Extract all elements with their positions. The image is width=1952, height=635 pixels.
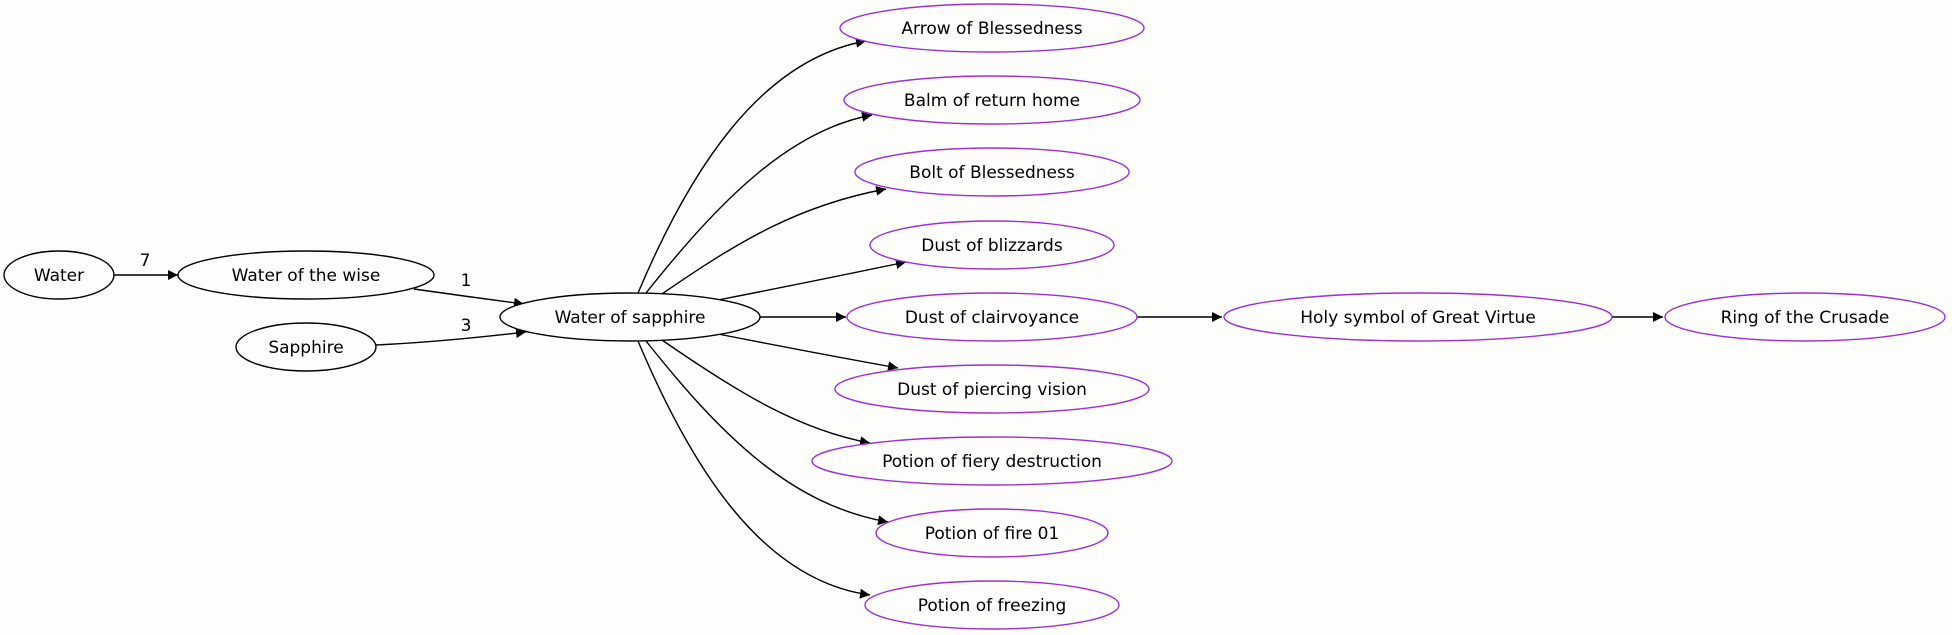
edge-line [661,339,871,447]
edge-water_sapphire-to-arrow_bless [637,37,867,294]
node-potion-fiery[interactable]: Potion of fiery destruction [811,436,1173,486]
node-water-sapphire[interactable]: Water of sapphire [499,292,761,342]
node-ellipse[interactable] [811,436,1173,486]
edge-line [717,333,899,372]
node-dust-clair[interactable]: Dust of clairvoyance [846,292,1138,342]
node-dust-blizzards[interactable]: Dust of blizzards [869,220,1115,270]
edge-line [637,37,867,294]
edges-layer: 7 1 3 [114,37,1663,599]
node-ellipse[interactable] [854,147,1130,197]
edge-water_sapphire-to-balm_return [645,111,873,294]
node-ellipse[interactable] [839,3,1145,53]
node-label: Potion of fire 01 [925,524,1060,544]
node-ellipse[interactable] [177,250,435,300]
edge-line [717,259,907,301]
edge-line [413,288,525,308]
edge-weight-label: 3 [461,316,472,336]
edge-water_wise-to-water_sapphire: 1 [413,271,525,308]
edge-line [375,328,527,346]
node-ellipse[interactable] [864,580,1120,630]
node-ellipse[interactable] [1664,292,1946,342]
node-label: Dust of blizzards [921,236,1063,256]
edge-line [637,340,871,599]
node-bolt-bless[interactable]: Bolt of Blessedness [854,147,1130,197]
node-potion-freezing[interactable]: Potion of freezing [864,580,1120,630]
edge-water_sapphire-to-dust_piercing [717,333,899,372]
node-dust-piercing[interactable]: Dust of piercing vision [834,364,1150,414]
node-ellipse[interactable] [834,364,1150,414]
edge-sapphire-to-water_sapphire: 3 [375,316,527,346]
node-label: Dust of clairvoyance [905,308,1079,328]
edge-water_sapphire-to-potion_fiery [661,339,871,447]
node-label: Bolt of Blessedness [909,163,1075,183]
node-label: Water of sapphire [555,308,706,328]
node-label: Potion of fiery destruction [882,452,1102,472]
edge-water_sapphire-to-dust_blizzards [717,259,907,301]
node-ring-crusade[interactable]: Ring of the Crusade [1664,292,1946,342]
node-label: Potion of freezing [918,596,1067,616]
node-label: Water [34,266,84,286]
node-balm-return[interactable]: Balm of return home [843,75,1141,125]
node-ellipse[interactable] [875,508,1109,558]
node-ellipse[interactable] [869,220,1115,270]
node-ellipse[interactable] [3,250,115,300]
edge-water_sapphire-to-bolt_bless [661,185,887,295]
node-water[interactable]: Water [3,250,115,300]
node-ellipse[interactable] [843,75,1141,125]
edge-water_sapphire-to-potion_fire01 [645,340,889,526]
node-label: Arrow of Blessedness [901,19,1082,39]
edge-line [645,111,873,294]
node-ellipse[interactable] [499,292,761,342]
edge-line [661,185,887,295]
node-label: Ring of the Crusade [1721,308,1890,328]
edge-water_sapphire-to-potion_freezing [637,340,871,599]
edge-weight-label: 1 [461,271,472,291]
edge-weight-label: 7 [140,251,151,271]
edge-line [645,340,889,526]
node-arrow-bless[interactable]: Arrow of Blessedness [839,3,1145,53]
node-holy-symbol[interactable]: Holy symbol of Great Virtue [1223,292,1613,342]
node-water-wise[interactable]: Water of the wise [177,250,435,300]
node-label: Balm of return home [904,91,1080,111]
node-ellipse[interactable] [846,292,1138,342]
node-sapphire[interactable]: Sapphire [235,322,377,372]
node-label: Water of the wise [232,266,381,286]
node-ellipse[interactable] [235,322,377,372]
node-potion-fire01[interactable]: Potion of fire 01 [875,508,1109,558]
node-ellipse[interactable] [1223,292,1613,342]
node-label: Sapphire [268,338,343,358]
node-label: Dust of piercing vision [897,380,1087,400]
node-label: Holy symbol of Great Virtue [1300,308,1536,328]
edge-water-to-water_wise: 7 [114,251,178,280]
